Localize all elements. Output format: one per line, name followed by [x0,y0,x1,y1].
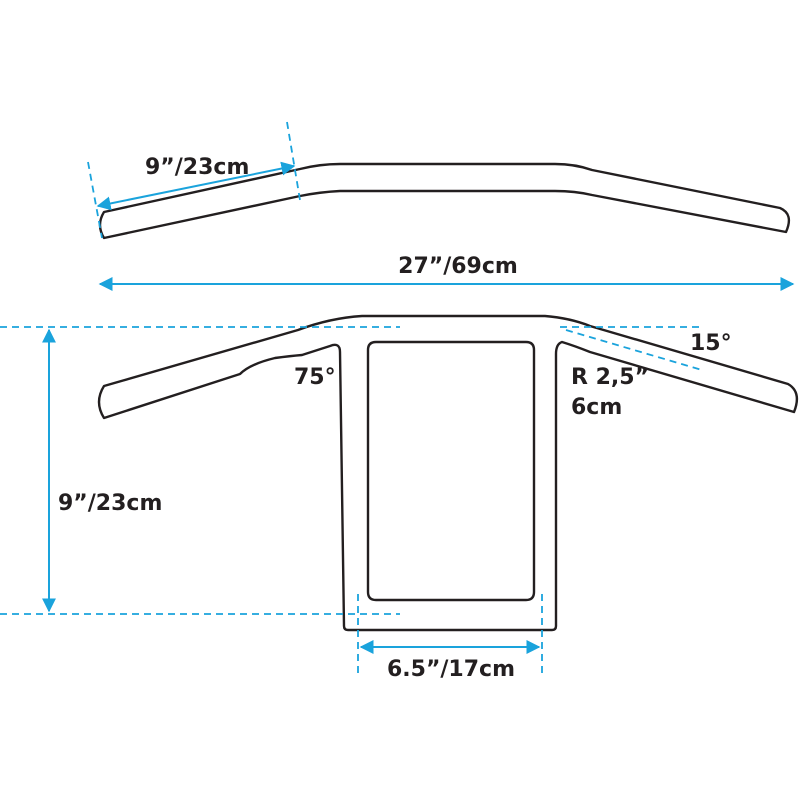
top-grip-start-guide [87,161,103,239]
grip-length-label: 9”/23cm [145,155,249,180]
top-grip-end-guide [286,121,301,201]
grip-length-arrow [96,161,296,211]
clamp-width-label: 6.5”/17cm [387,657,515,682]
pullback-angle-label: 15° [690,331,732,356]
front-view-bar-outline [97,314,799,632]
riser-inner-window [366,340,536,602]
riser-angle-label: 75° [294,365,336,390]
overall-width-dimension: 27”/69cm [98,254,795,291]
top-view: 9”/23cm [87,121,791,240]
overall-width-label: 27”/69cm [398,254,518,279]
rise-height-label: 9”/23cm [58,491,162,516]
bend-radius-inch-label: R 2,5” [571,365,649,390]
bend-radius-cm-label: 6cm [571,395,622,420]
front-view: 9”/23cm 6.5”/17cm 75° 15° R 2,5” 6cm [0,314,799,682]
